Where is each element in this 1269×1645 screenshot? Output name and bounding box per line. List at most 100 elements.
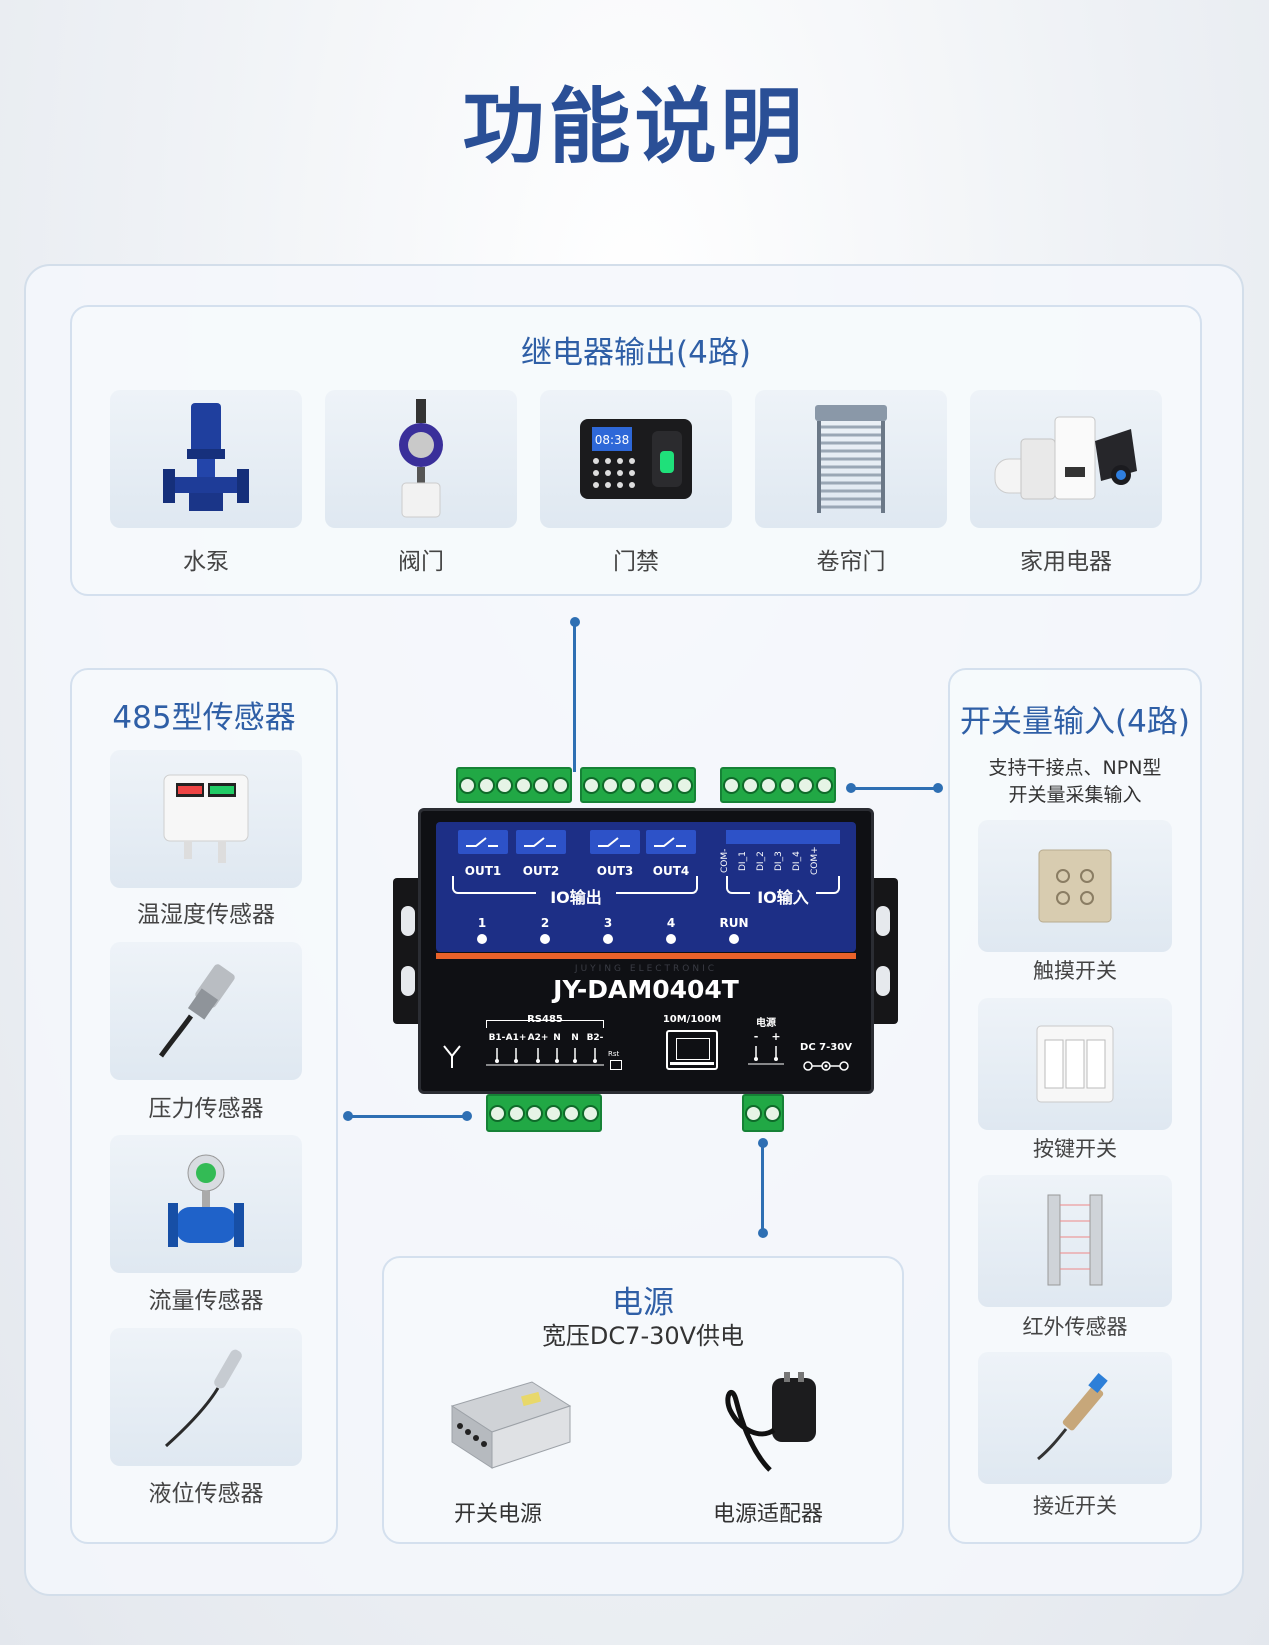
rs485-pin-a1: A1+ xyxy=(505,1033,527,1043)
output-label-2: OUT2 xyxy=(522,864,560,878)
output-label-3: OUT3 xyxy=(596,864,634,878)
input-pin-com-plus: COM+ xyxy=(810,846,820,876)
power-pin-marks xyxy=(748,1046,784,1066)
infrared-sensor-label: 红外传感器 xyxy=(1022,1315,1128,1339)
relay-icon-4 xyxy=(646,830,696,854)
rs485-terminal-block xyxy=(486,1094,602,1132)
output-label-1: OUT1 xyxy=(464,864,502,878)
proximity-switch-label: 接近开关 xyxy=(1033,1494,1117,1518)
sensor485-connector-dot-right xyxy=(462,1111,472,1121)
switch-connector-dot-left xyxy=(846,783,856,793)
io-output-label: IO输出 xyxy=(536,884,616,908)
valve-label: 阀门 xyxy=(398,549,444,575)
temp-humidity-sensor-label: 温湿度传感器 xyxy=(137,902,275,928)
touch-switch-image xyxy=(978,820,1172,952)
power-connector-dot-top xyxy=(758,1138,768,1148)
relay-icon-3 xyxy=(590,830,640,854)
switch-input-desc-1: 支持干接点、NPN型 xyxy=(988,757,1162,779)
power-connector-dot-bottom xyxy=(758,1228,768,1238)
led-label-1: 1 xyxy=(477,916,487,930)
touch-switch-label: 触摸开关 xyxy=(1033,959,1117,983)
ethernet-label: 10M/100M xyxy=(662,1014,722,1025)
switching-power-supply-label: 开关电源 xyxy=(453,1502,542,1527)
button-switch-image xyxy=(978,998,1172,1130)
reset-label: Rst xyxy=(608,1050,620,1058)
output-terminal-block-2 xyxy=(580,767,696,803)
relay-icon-1 xyxy=(458,830,508,854)
rs485-pin-a2: A2+ xyxy=(527,1033,549,1043)
led-label-2: 2 xyxy=(540,916,550,930)
temp-humidity-sensor-image xyxy=(110,750,302,888)
power-adapter-label: 电源适配器 xyxy=(712,1502,823,1527)
rs485-label: RS485 xyxy=(527,1014,563,1025)
led-2 xyxy=(540,934,550,944)
switch-connector-dot-right xyxy=(933,783,943,793)
switch-input-title: 开关量输入(4路) xyxy=(960,704,1190,740)
output-terminal-block-1 xyxy=(456,767,572,803)
led-label-3: 3 xyxy=(603,916,613,930)
valve-image xyxy=(325,390,517,528)
rs485-pin-n2: N xyxy=(571,1033,579,1043)
pressure-sensor-label: 压力传感器 xyxy=(148,1096,264,1122)
power-panel xyxy=(382,1256,904,1544)
relay-icon-2 xyxy=(516,830,566,854)
antenna-icon xyxy=(442,1044,462,1070)
led-label-4: 4 xyxy=(666,916,676,930)
rs485-pin-n1: N xyxy=(553,1033,561,1043)
power-connector-line xyxy=(761,1142,764,1232)
sensor485-connector-line xyxy=(347,1115,467,1118)
input-pins-strip xyxy=(726,830,840,844)
pump-label: 水泵 xyxy=(183,549,229,575)
page-title: 功能说明 xyxy=(462,80,807,175)
rs485-pin-b2: B2- xyxy=(586,1033,604,1043)
sensor485-connector-dot-left xyxy=(343,1111,353,1121)
ethernet-port[interactable] xyxy=(666,1030,718,1070)
led-label-run: RUN xyxy=(719,916,749,930)
switch-input-desc-2: 开关量采集输入 xyxy=(1008,784,1142,806)
dc-voltage-label: DC 7-30V xyxy=(800,1042,852,1053)
level-sensor-image xyxy=(110,1328,302,1466)
output-label-4: OUT4 xyxy=(652,864,690,878)
switching-power-supply-image xyxy=(442,1376,574,1476)
power-subtitle: 宽压DC7-30V供电 xyxy=(541,1322,745,1350)
led-3 xyxy=(603,934,613,944)
infrared-sensor-image xyxy=(978,1175,1172,1307)
pump-image xyxy=(110,390,302,528)
rolling-door-label: 卷帘门 xyxy=(816,549,886,575)
power-title: 电源 xyxy=(612,1285,674,1321)
clock-text: 08:38 xyxy=(595,433,630,447)
level-sensor-label: 液位传感器 xyxy=(148,1481,264,1507)
rs485-bracket xyxy=(486,1020,604,1028)
relay-output-title: 继电器输出(4路) xyxy=(521,335,751,371)
proximity-switch-image xyxy=(978,1352,1172,1484)
pressure-sensor-image xyxy=(110,942,302,1080)
power-terminal-block xyxy=(742,1094,784,1132)
device-model: JY-DAM0404T xyxy=(553,975,739,1004)
rs485-pin-b1: B1- xyxy=(488,1033,506,1043)
flow-sensor-image xyxy=(110,1135,302,1273)
rolling-door-image xyxy=(755,390,947,528)
access-control-image: 08:38 xyxy=(540,390,732,528)
led-1 xyxy=(477,934,487,944)
led-run xyxy=(729,934,739,944)
flow-sensor-label: 流量传感器 xyxy=(148,1288,264,1314)
sensor485-title: 485型传感器 xyxy=(112,700,296,736)
led-4 xyxy=(666,934,676,944)
button-switch-label: 按键开关 xyxy=(1033,1137,1117,1161)
io-input-label: IO输入 xyxy=(750,884,816,908)
access-control-label: 门禁 xyxy=(613,549,659,575)
dc-polarity-icon xyxy=(802,1058,850,1072)
switch-connector-line xyxy=(850,787,938,790)
device-orange-stripe xyxy=(436,953,856,959)
power-pin-minus: - xyxy=(753,1030,759,1043)
relay-connector-line xyxy=(573,622,576,772)
home-appliance-image xyxy=(970,390,1162,528)
device-watermark: JUYING ELECTRONIC xyxy=(574,964,718,974)
home-appliance-label: 家用电器 xyxy=(1020,549,1112,575)
rs485-pin-marks xyxy=(486,1048,604,1066)
power-adapter-image xyxy=(710,1370,830,1482)
power-label-device: 电源 xyxy=(756,1018,776,1029)
reset-button[interactable] xyxy=(610,1060,622,1070)
power-pin-plus: + xyxy=(771,1030,781,1043)
input-terminal-block xyxy=(720,767,836,803)
